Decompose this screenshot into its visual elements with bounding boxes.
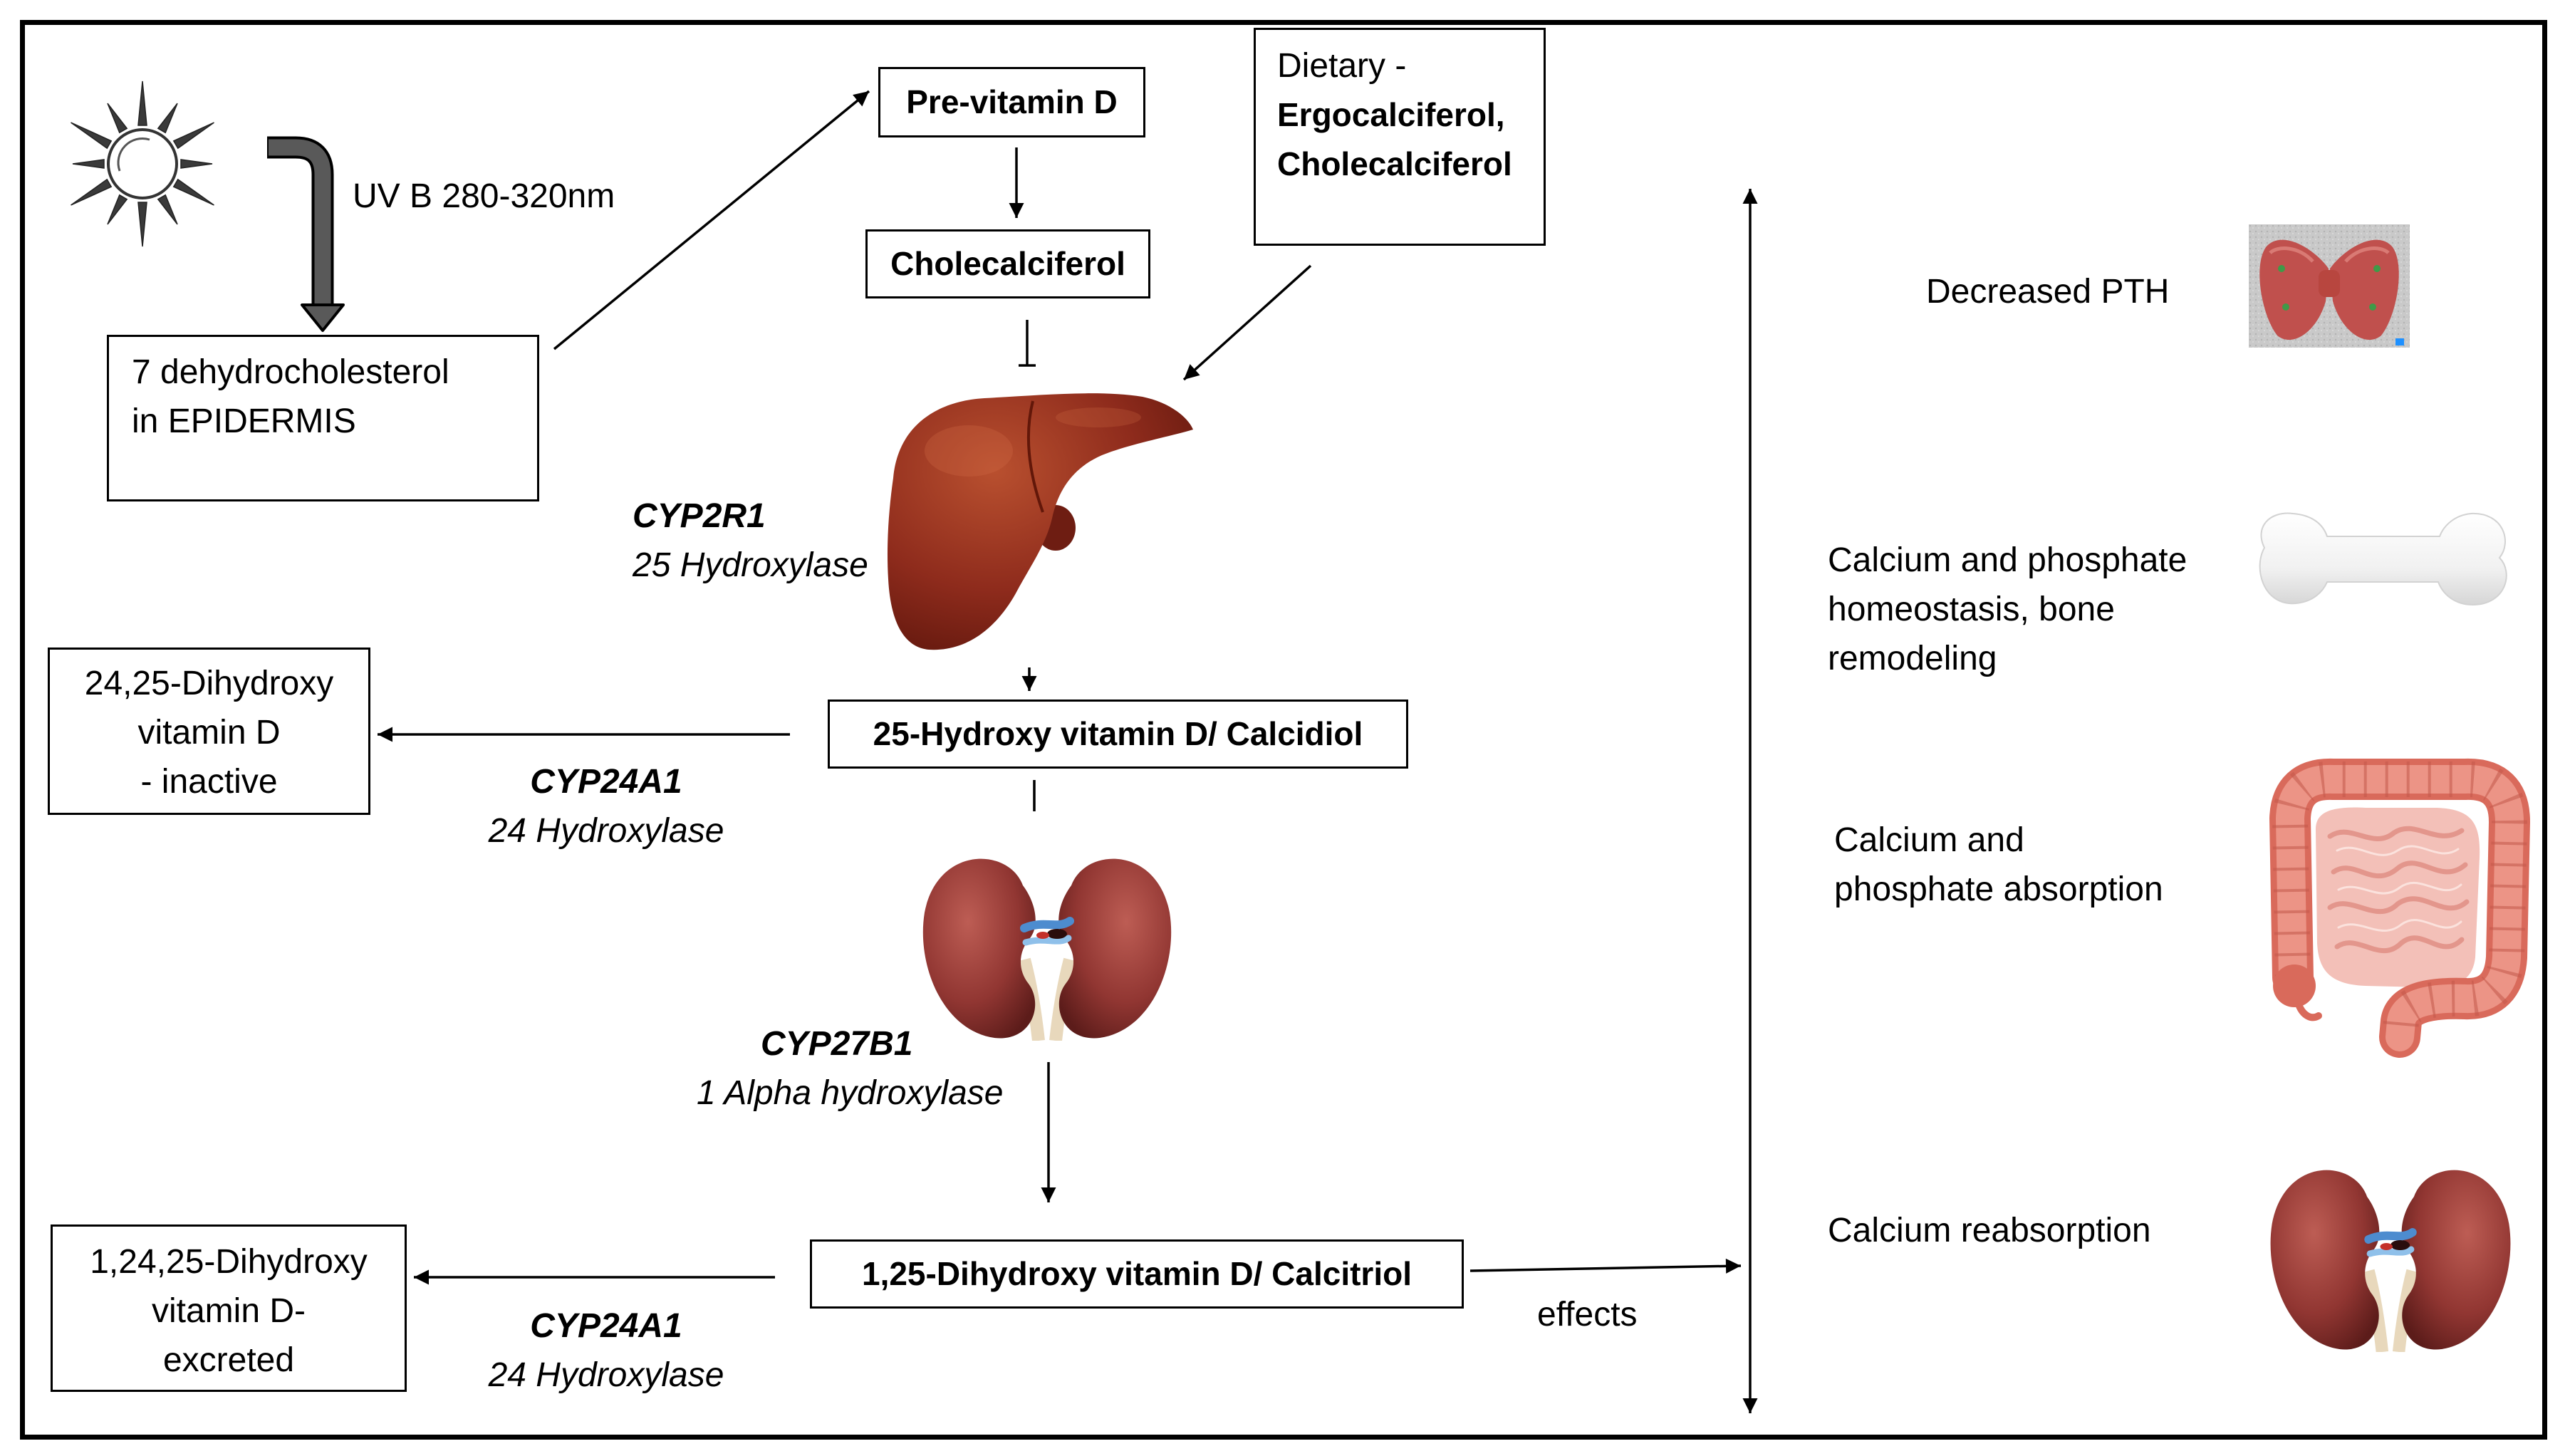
inactive-line2: vitamin D	[137, 714, 281, 752]
cholecalciferol-label: Cholecalciferol	[890, 245, 1125, 282]
liver-enzyme-name: 25 Hydroxylase	[633, 546, 868, 584]
skin-precursor-line1: 7 dehydrocholesterol	[132, 353, 449, 391]
effect-kidney: Calcium reabsorption	[1828, 1206, 2151, 1255]
skin-precursor-box: 7 dehydrocholesterol in EPIDERMIS	[107, 335, 539, 501]
excretion-enzyme-name: 24 Hydroxylase	[488, 1356, 724, 1394]
cholecalciferol-box: Cholecalciferol	[865, 229, 1150, 298]
calcitriol-box: 1,25-Dihydroxy vitamin D/ Calcitriol	[810, 1239, 1464, 1309]
calcidiol-box: 25-Hydroxy vitamin D/ Calcidiol	[828, 700, 1408, 769]
effect-bone: Calcium and phosphate homeostasis, bone …	[1828, 536, 2187, 683]
effect-intestine: Calcium and phosphate absorption	[1834, 816, 2163, 914]
previtamin-d-box: Pre-vitamin D	[878, 67, 1145, 137]
effect-intestine-line1: Calcium and	[1834, 821, 2024, 859]
liver-icon	[887, 393, 1193, 650]
calcidiol-label: 25-Hydroxy vitamin D/ Calcidiol	[873, 715, 1363, 752]
dietary-line2: Ergocalciferol,	[1277, 96, 1505, 133]
effect-kidney-line1: Calcium reabsorption	[1828, 1212, 2151, 1249]
uv-label: UV B 280-320nm	[353, 177, 615, 215]
inactive-metabolite-box: 24,25-Dihydroxy vitamin D - inactive	[48, 648, 370, 815]
effect-bone-line3: remodeling	[1828, 640, 1997, 677]
excreted-metabolite-box: 1,24,25-Dihydroxy vitamin D- excreted	[51, 1224, 407, 1392]
dietary-line1: Dietary -	[1277, 47, 1407, 85]
previtamin-d-label: Pre-vitamin D	[906, 83, 1118, 120]
inactivation-enzyme-label: CYP24A1 24 Hydroxylase	[428, 757, 784, 856]
liver-enzyme-label: CYP2R1 25 Hydroxylase	[633, 492, 868, 590]
thyroid-icon	[2249, 224, 2410, 348]
inactivation-enzyme-name: 24 Hydroxylase	[488, 812, 724, 850]
effect-pth: Decreased PTH	[1926, 267, 2169, 316]
effect-bone-line2: homeostasis, bone	[1828, 591, 2115, 628]
effect-intestine-line2: phosphate absorption	[1834, 870, 2163, 908]
inactive-line3: - inactive	[140, 763, 278, 801]
intestine-icon	[2269, 758, 2530, 1058]
uv-arrow	[267, 136, 345, 332]
liver-enzyme-gene: CYP2R1	[633, 497, 766, 535]
kidney-enzyme-gene: CYP27B1	[761, 1025, 913, 1063]
excretion-enzyme-label: CYP24A1 24 Hydroxylase	[428, 1301, 784, 1400]
kidney-icon	[917, 844, 1177, 1041]
inactivation-enzyme-gene: CYP24A1	[530, 763, 682, 801]
effect-pth-line1: Decreased PTH	[1926, 273, 2170, 311]
excreted-line3: excreted	[162, 1341, 295, 1379]
skin-precursor-line2: in EPIDERMIS	[132, 402, 356, 440]
effect-bone-line1: Calcium and phosphate	[1828, 541, 2187, 579]
diagram-frame	[20, 20, 2547, 1440]
excretion-enzyme-gene: CYP24A1	[530, 1307, 682, 1345]
kidney-icon	[2265, 1155, 2516, 1352]
dietary-line3: Cholecalciferol	[1277, 145, 1512, 182]
bone-icon	[2259, 512, 2507, 606]
calcitriol-label: 1,25-Dihydroxy vitamin D/ Calcitriol	[861, 1255, 1412, 1292]
dietary-box: Dietary - Ergocalciferol, Cholecalcifero…	[1254, 28, 1546, 246]
effects-label: effects	[1537, 1296, 1638, 1333]
excreted-line2: vitamin D-	[151, 1292, 306, 1330]
inactive-line1: 24,25-Dihydroxy	[84, 665, 334, 702]
kidney-enzyme-name: 1 Alpha hydroxylase	[697, 1074, 1004, 1112]
excreted-line1: 1,24,25-Dihydroxy	[90, 1243, 368, 1281]
sun-icon	[71, 80, 214, 247]
